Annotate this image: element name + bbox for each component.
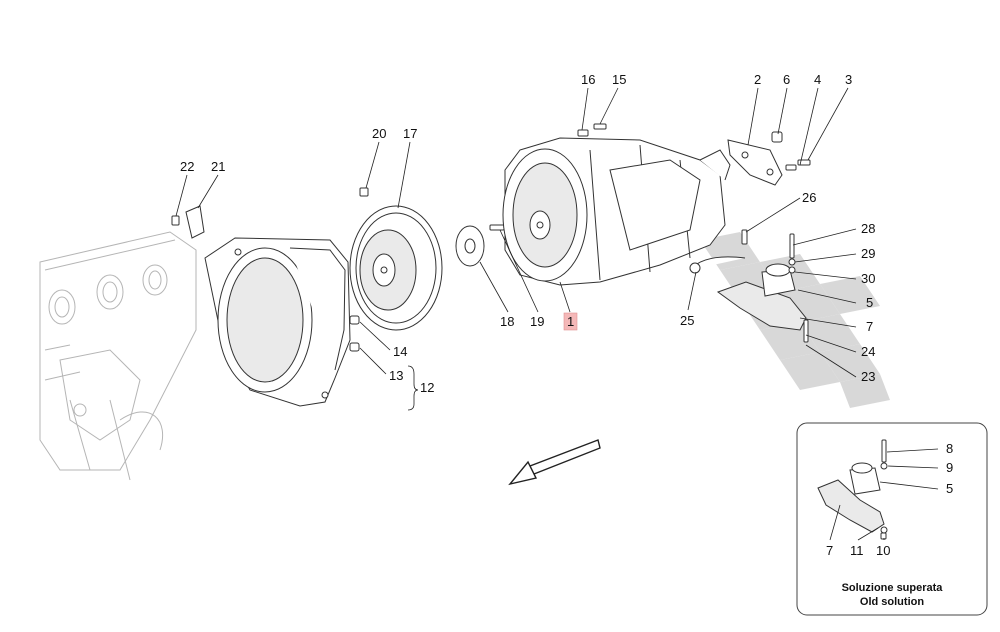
callout-labels: 16 15 2 6 4 3 20 17 22 21 26 28 29 30 5 …: [180, 72, 875, 395]
inset-mount-drawing: [817, 439, 888, 540]
callout-7: 7: [866, 319, 873, 334]
callout-28: 28: [861, 221, 875, 236]
transmission-mount: [716, 233, 809, 343]
callout-20: 20: [372, 126, 386, 141]
callout-21: 21: [211, 159, 225, 174]
inset-caption-line2: Old solution: [860, 596, 924, 608]
engine-block-ghost: [39, 231, 197, 481]
callout-5: 5: [866, 295, 873, 310]
direction-arrow: [508, 439, 601, 486]
transmission-assembly: [502, 137, 731, 286]
dowel-pins: [349, 315, 360, 352]
bell-housing: [204, 237, 351, 407]
flywheel: [349, 205, 443, 331]
callout-19: 19: [530, 314, 544, 329]
callout-17: 17: [403, 126, 417, 141]
callout-18: 18: [500, 314, 514, 329]
top-bolts: [577, 123, 607, 137]
rear-bracket: [727, 131, 811, 186]
small-fasteners: [171, 187, 369, 239]
inset-callout-10: 10: [876, 543, 890, 558]
callout-6: 6: [783, 72, 790, 87]
inset-caption-line1: Soluzione superata: [842, 582, 944, 594]
callout-4: 4: [814, 72, 821, 87]
callout-24: 24: [861, 344, 875, 359]
callout-14: 14: [393, 344, 407, 359]
callout-3: 3: [845, 72, 852, 87]
callout-2: 2: [754, 72, 761, 87]
callout-12: 12: [420, 380, 434, 395]
inset-callout-11: 11: [850, 543, 864, 558]
callout-23: 23: [861, 369, 875, 384]
callout-26: 26: [802, 190, 816, 205]
leader-lines: [175, 87, 857, 411]
callout-30: 30: [861, 271, 875, 286]
callout-1: 1: [567, 314, 574, 329]
callout-1-highlight: [563, 312, 578, 331]
sensor-harness: [689, 229, 748, 274]
callout-29: 29: [861, 246, 875, 261]
flex-plate: [455, 224, 505, 267]
old-solution-inset: 8 9 5 7 11 10 Soluzione superata Old sol…: [796, 422, 988, 616]
inset-callout-9: 9: [946, 460, 953, 475]
callout-15: 15: [612, 72, 626, 87]
callout-25: 25: [680, 313, 694, 328]
callout-13: 13: [389, 368, 403, 383]
callout-22: 22: [180, 159, 194, 174]
callout-16: 16: [581, 72, 595, 87]
inset-callout-7: 7: [826, 543, 833, 558]
inset-callout-5: 5: [946, 481, 953, 496]
inset-callout-8: 8: [946, 441, 953, 456]
